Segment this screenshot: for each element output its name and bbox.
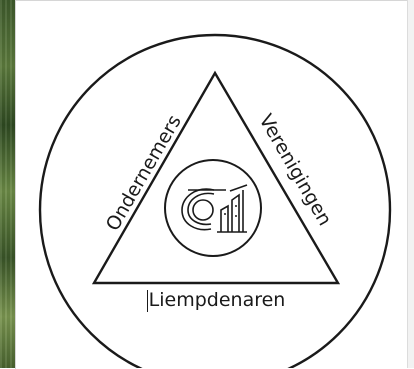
diagram-panel: [15, 0, 408, 369]
background-photo-strip: [0, 0, 15, 368]
inner-circle: [164, 159, 262, 257]
village-logo-icon: [181, 184, 248, 233]
left-label: Ondernemers: [102, 111, 186, 234]
triangle: [91, 70, 341, 285]
bottom-label: Liempdenaren: [149, 289, 286, 311]
panel-edge: [407, 0, 414, 368]
outer-circle: [38, 33, 392, 368]
